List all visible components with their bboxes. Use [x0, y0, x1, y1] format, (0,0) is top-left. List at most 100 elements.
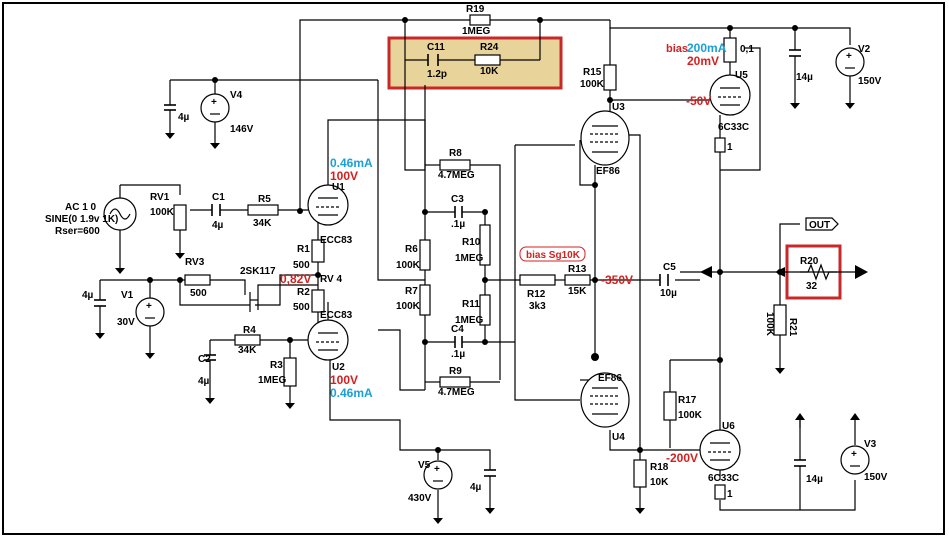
label-u5: U5: [735, 70, 748, 81]
resistors: [173, 14, 837, 500]
bias-sg-annotation: bias Sg10K: [526, 250, 581, 261]
jfet-voltage-annotation: 0,82V: [280, 272, 311, 286]
label-v1-val: 30V: [117, 317, 135, 328]
label-r13: R13: [568, 264, 587, 275]
label-shunt: 0,1: [740, 44, 754, 55]
u6-tube: [699, 429, 741, 471]
svg-text:+: +: [211, 97, 217, 108]
label-r24: R24: [480, 42, 499, 53]
u6-grid-annotation: -200V: [666, 451, 698, 465]
r1-body: [311, 239, 325, 263]
svg-text:+: +: [846, 51, 852, 62]
label-c4: C4: [451, 324, 464, 335]
bias-sg-box: [519, 246, 586, 262]
label-r6-val: 100K: [396, 260, 421, 271]
r20-zigzag: [800, 263, 837, 281]
label-u2: U2: [332, 362, 345, 373]
r13-body: [564, 274, 591, 286]
r4-body: [234, 334, 261, 346]
label-cap-v1: 4µ: [82, 290, 94, 301]
label-r5: R5: [258, 194, 271, 205]
r10-body: [479, 224, 491, 266]
r3-body: [283, 357, 297, 387]
label-u1-type: ECC83: [320, 235, 353, 246]
label-r20: R20: [800, 256, 819, 267]
bias-voltage-annotation: 20mV: [687, 54, 719, 68]
label-cap-v5: 4µ: [470, 482, 482, 493]
label-cap-v4: 4µ: [178, 112, 190, 123]
label-r7-val: 100K: [396, 301, 421, 312]
label-v3-val: 150V: [864, 472, 888, 483]
label-r1-val: 500: [293, 260, 310, 271]
r24-body: [474, 54, 501, 66]
label-r19-val: 1MEG: [462, 26, 491, 37]
label-r10-val: 1MEG: [455, 253, 484, 264]
v3-dc-source-icon: [840, 445, 870, 475]
v4-dc-source-icon: [200, 93, 230, 123]
label-r13-val: 15K: [568, 286, 587, 297]
r5-body: [247, 204, 279, 216]
u3-tube: [580, 110, 630, 166]
u1-voltage-annotation: 100V: [330, 169, 358, 183]
r11-body: [479, 294, 491, 326]
label-r21: R21: [787, 318, 798, 337]
label-u4: U4: [612, 432, 625, 443]
u5-grid-annotation: -50V: [686, 94, 711, 108]
label-rv1: RV1: [150, 192, 170, 203]
label-c11: C11: [427, 42, 445, 53]
label-source-3: Rser=600: [55, 226, 100, 237]
label-v4-val: 146V: [230, 124, 254, 135]
label-out: OUT: [809, 220, 830, 231]
r8-body: [439, 159, 471, 171]
label-u6-type: 6C33C: [708, 473, 739, 484]
label-r7: R7: [405, 286, 418, 297]
annotations: 0.46mA 100V 100V 0.46mA 0,82V -50V -200V…: [280, 41, 727, 465]
label-u3: U3: [612, 102, 625, 113]
label-r2-val: 500: [293, 302, 310, 313]
node-arrow-icon: [700, 266, 712, 278]
capacitors: [94, 49, 806, 477]
label-r4-val: 34K: [238, 345, 257, 356]
rv3-body: [184, 274, 211, 286]
label-r1: R1: [297, 244, 310, 255]
labels: R19 1MEG C11 1.2p R24 10K R15 100K U3 EF…: [45, 4, 888, 504]
label-v5: V5: [418, 460, 431, 471]
label-u1: U1: [332, 182, 345, 193]
label-c3: C3: [451, 194, 464, 205]
label-r8-val: 4.7MEG: [438, 170, 475, 181]
label-r3: R3: [270, 360, 283, 371]
label-r4: R4: [243, 325, 256, 336]
label-r12-val: 3k3: [529, 301, 546, 312]
label-r24-val: 10K: [480, 66, 499, 77]
label-c4-val: .1µ: [451, 349, 465, 360]
v5-dc-source-icon: [423, 460, 453, 490]
r17-body: [663, 391, 677, 421]
bias-current-annotation: 200mA: [687, 41, 727, 55]
label-r18-val: 10K: [650, 477, 669, 488]
label-fuse-top: 1: [727, 142, 733, 153]
label-r18: R18: [650, 462, 669, 473]
r15-body: [603, 64, 617, 91]
label-q1: 2SK117: [240, 266, 276, 277]
label-rv4: RV 4: [320, 274, 342, 285]
svg-text:+: +: [146, 301, 152, 312]
label-r10: R10: [462, 237, 481, 248]
label-c2-val: 4µ: [198, 376, 210, 387]
label-u5-type: 6C33C: [718, 122, 749, 133]
u2-voltage-annotation: 100V: [330, 373, 358, 387]
tubes: [307, 74, 751, 471]
wires: [99, 19, 856, 511]
label-cap-v3: 14µ: [806, 474, 823, 485]
v2-dc-source-icon: [835, 47, 865, 77]
v1-dc-source-icon: [135, 297, 165, 327]
sources: + + + + +: [103, 47, 870, 490]
u5-tube: [709, 74, 751, 116]
label-v5-val: 430V: [408, 493, 432, 504]
out-flag: [805, 217, 839, 231]
rv1-body: [173, 204, 187, 231]
label-fuse-bot: 1: [727, 489, 733, 500]
label-v4: V4: [230, 90, 243, 101]
r9-body: [439, 376, 471, 388]
label-r12: R12: [527, 289, 546, 300]
label-r2: R2: [297, 287, 310, 298]
